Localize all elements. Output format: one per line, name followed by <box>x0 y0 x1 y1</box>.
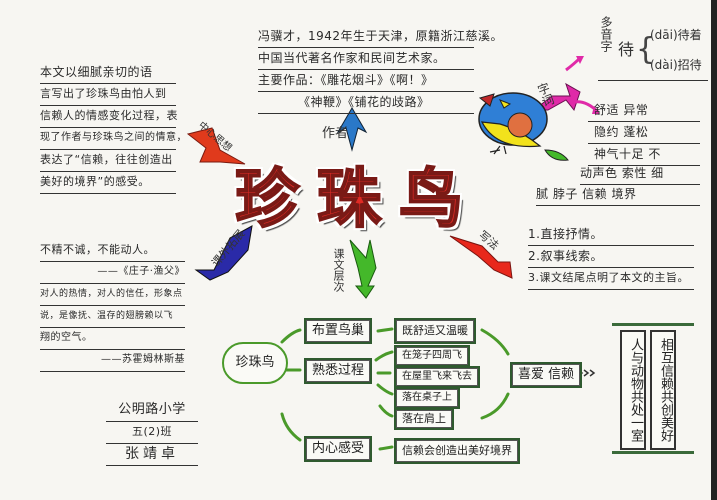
page-title: 珍珠鸟 <box>234 162 481 238</box>
words-line: 腻 脖子 信赖 境界 <box>536 184 700 206</box>
structure-center-node: 珍珠鸟 <box>222 342 288 384</box>
words-line: 隐约 蓬松 <box>588 122 700 144</box>
writing-arrow-icon <box>449 235 513 279</box>
writing-line: 2.叙事线索。 <box>528 246 694 268</box>
structure-leaf: 信赖会创造出美好境界 <box>394 438 520 464</box>
structure-leaf: 在屋里飞来飞去 <box>394 366 480 388</box>
paper-edge <box>711 0 717 500</box>
words-block: 舒适 异常 隐约 蓬松 神气十足 不 <box>588 100 700 166</box>
structure-leaf: 既舒适又温暖 <box>394 318 476 344</box>
theme-line: 信赖人的情感变化过程，表 <box>40 106 178 128</box>
words-block-cont2: 腻 脖子 信赖 境界 <box>536 184 700 206</box>
extension-line: 不精不诚，不能动人。 <box>40 240 185 262</box>
extension-block: 不精不诚，不能动人。 ——《庄子·渔父》 对人的热情，对人的信任，形象点 说，是… <box>40 240 185 372</box>
writing-line: 1.直接抒情。 <box>528 224 694 246</box>
extension-line: ——苏霍姆林斯基 <box>40 350 185 372</box>
author-line: 《神鞭》《铺花的歧路》 <box>258 92 474 114</box>
author-line: 主要作品：《雕花烟斗》《啊！》 <box>258 70 474 92</box>
conclusion-frame: 人与动物共处一室 相互信赖共创美好 <box>612 323 694 454</box>
structure-node-nest: 布置鸟巢 <box>304 318 373 344</box>
words-block-cont: 动声色 索性 细 <box>580 163 700 185</box>
writing-block: 1.直接抒情。 2.叙事线索。 3.课文结尾点明了本文的主旨。 <box>528 224 694 290</box>
brace-icon: { <box>636 32 656 67</box>
theme-line: 现了作者与珍珠鸟之间的情意， <box>40 128 187 150</box>
theme-arrow-icon <box>186 127 246 165</box>
polyphonic-char: 待 <box>618 40 635 59</box>
structure-arrow-icon <box>349 239 377 299</box>
words-line: 动声色 索性 细 <box>580 163 700 185</box>
reading-2: (dài)招待 <box>650 58 702 72</box>
extension-line: 翔的空气。 <box>40 328 185 350</box>
structure-leaf: 在笼子四周飞 <box>394 345 470 367</box>
theme-line: 本文以细腻亲切的语 <box>40 62 176 84</box>
words-arrow-icon <box>532 56 600 114</box>
structure-leaf: 落在肩上 <box>394 408 454 430</box>
reading-1: (dāi)待着 <box>650 28 702 42</box>
polyphonic-label: 多音字 <box>599 16 613 52</box>
theme-line: 言写出了珍珠鸟由怕人到 <box>40 84 176 106</box>
extension-line: 说，是像抚、温存的翅膀赖以飞 <box>40 306 185 328</box>
structure-node-feeling: 内心感受 <box>304 436 373 462</box>
structure-label: 课文层次 <box>332 248 345 292</box>
author-arrow-icon <box>336 107 368 152</box>
writing-line: 3.课文结尾点明了本文的主旨。 <box>528 268 694 290</box>
theme-block: 本文以细腻亲切的语 言写出了珍珠鸟由怕人到 信赖人的情感变化过程，表 现了作者与… <box>40 62 187 194</box>
words-line: 舒适 异常 <box>588 100 700 122</box>
conclusion-line: 相互信赖共创美好 <box>650 330 676 450</box>
author-name: 张靖卓 <box>106 444 198 466</box>
class-name: 五(2)班 <box>106 422 198 444</box>
signature-block: 公明路小学 五(2)班 张靖卓 <box>106 400 198 466</box>
structure-node-process: 熟悉过程 <box>304 358 373 384</box>
school-name: 公明路小学 <box>106 400 198 422</box>
structure-leaf: 落在桌子上 <box>394 387 460 409</box>
words-line: 神气十足 不 <box>588 144 700 166</box>
author-line: 中国当代著名作家和民间艺术家。 <box>258 48 474 70</box>
theme-line: 美好的境界”的感受。 <box>40 172 176 194</box>
author-label: 作者 <box>322 126 349 141</box>
theme-line: 表达了“信赖，往往创造出 <box>40 150 176 172</box>
extension-line: ——《庄子·渔父》 <box>40 262 185 284</box>
author-block: 冯骥才，1942年生于天津，原籍浙江慈溪。 中国当代著名作家和民间艺术家。 主要… <box>258 26 503 114</box>
conclusion-line: 人与动物共处一室 <box>620 330 646 450</box>
polyphonic-block: 多音字 待 { (dāi)待着 (dài)招待 <box>598 16 708 81</box>
structure-connectors <box>280 327 510 451</box>
structure-result: 喜爱 信赖 <box>510 362 583 388</box>
extension-arrow-icon <box>194 225 253 281</box>
bird-illustration-icon <box>478 92 569 161</box>
author-line: 冯骥才，1942年生于天津，原籍浙江慈溪。 <box>258 26 503 48</box>
extension-line: 对人的热情，对人的信任，形象点 <box>40 284 185 306</box>
